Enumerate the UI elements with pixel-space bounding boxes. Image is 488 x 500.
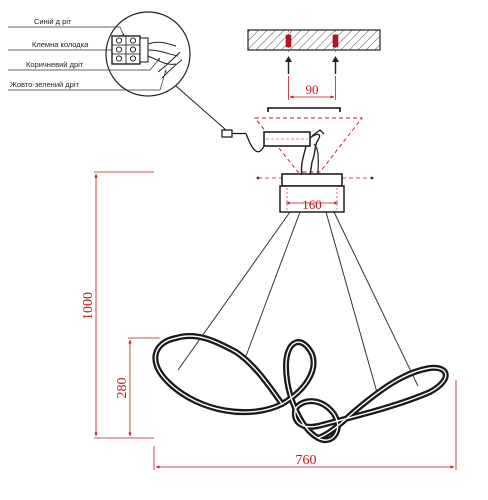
dim-total-height: 1000 — [81, 292, 96, 320]
canopy-plate — [281, 173, 343, 187]
screw-right-icon — [332, 56, 339, 74]
width-dimension: 760 — [153, 380, 457, 470]
label-blue-wire: Синій д ріт — [34, 17, 72, 26]
wiring-callout: Синій д ріт Клемна колодка Коричневий др… — [8, 11, 227, 131]
ceiling-mount: 90 — [247, 29, 381, 100]
driver-assembly — [221, 107, 363, 177]
canopy: 160 — [256, 173, 374, 213]
suspension-wires — [177, 211, 419, 397]
dim-canopy-width: 160 — [302, 197, 322, 212]
label-yellow-green-wire: Жовто-зелений дріт — [10, 80, 79, 89]
ceiling-hatch — [247, 29, 381, 51]
projection-lines — [254, 117, 363, 173]
label-brown-wire: Коричневий дріт — [26, 60, 84, 69]
height-dimensions: 1000 280 — [81, 171, 160, 439]
dim-body-height: 280 — [115, 378, 130, 399]
canopy-body — [279, 185, 345, 213]
lamp-body — [152, 332, 449, 443]
screw-left-icon — [285, 56, 292, 74]
label-terminal-block: Клемна колодка — [32, 40, 89, 49]
dim-mount-spacing: 90 — [306, 82, 319, 97]
mounting-bar — [267, 107, 341, 112]
connector-plug — [221, 129, 233, 138]
terminal-block — [111, 35, 149, 65]
callout-leader — [175, 85, 227, 131]
dim-body-width: 760 — [296, 453, 317, 468]
